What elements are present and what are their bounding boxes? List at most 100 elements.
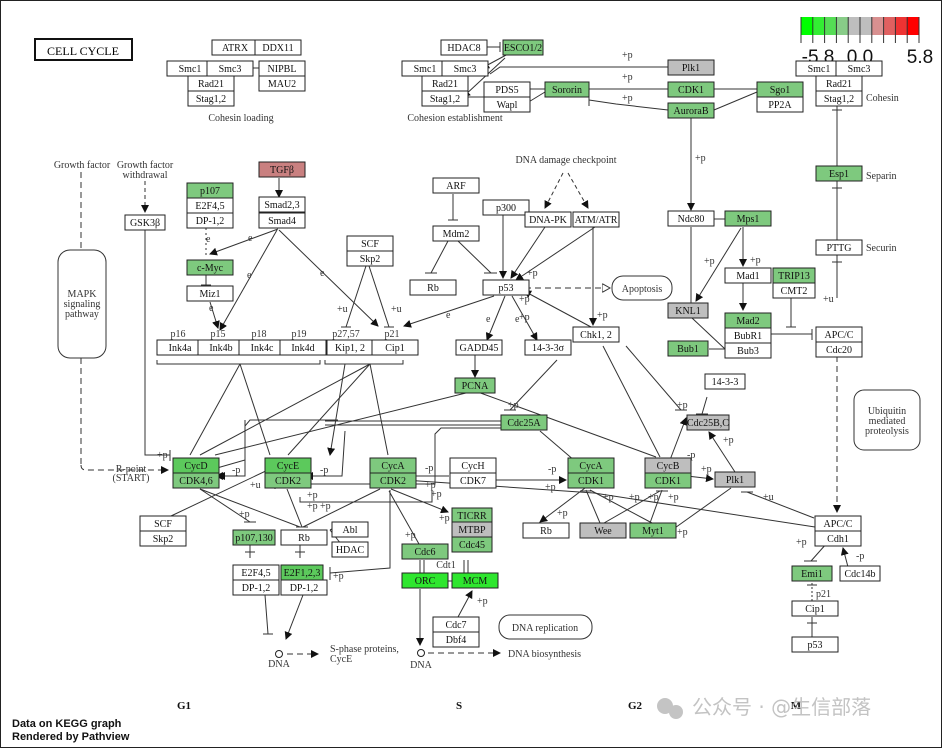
gene-node-orc[interactable]: ORC (401, 572, 449, 589)
gene-node-mps1[interactable]: Mps1 (724, 210, 772, 227)
gene-node-tgfb[interactable]: TGFβ (258, 161, 306, 178)
gene-node-p53-b[interactable]: p53 (791, 636, 839, 653)
gene-node-bub1[interactable]: Bub1 (667, 340, 709, 357)
gene-node-apcc-a[interactable]: APC/C (815, 326, 863, 343)
gene-node-smc3-a[interactable]: Smc3 (206, 60, 254, 77)
gene-node-smc1-a[interactable]: Smc1 (166, 60, 214, 77)
gene-node-wapl[interactable]: Wapl (483, 96, 531, 113)
gene-node-ink4b[interactable]: Ink4b (197, 339, 245, 356)
gene-node-mdm2[interactable]: Mdm2 (432, 225, 480, 242)
gene-node-esp1[interactable]: Esp1 (815, 165, 863, 182)
gene-node-smc1-c[interactable]: Smc1 (795, 60, 843, 77)
gene-node-stag-c[interactable]: Stag1,2 (815, 90, 863, 107)
gene-node-esco[interactable]: ESCO1/2 (502, 39, 544, 56)
gene-node-dp12-c[interactable]: DP-1,2 (280, 579, 328, 596)
gene-node-rad21-a[interactable]: Rad21 (187, 75, 235, 92)
gene-node-pds5[interactable]: PDS5 (483, 81, 531, 98)
gene-node-ticrr[interactable]: TICRR (451, 507, 493, 524)
gene-node-bubr1[interactable]: BubR1 (724, 327, 772, 344)
apoptosis-box[interactable]: Apoptosis (611, 275, 673, 301)
gene-node-chk12[interactable]: Chk1, 2 (572, 326, 620, 343)
gene-node-cdh1[interactable]: Cdh1 (814, 530, 862, 547)
gene-node-atrx[interactable]: ATRX (211, 39, 259, 56)
gene-node-trip13[interactable]: TRIP13 (772, 267, 816, 284)
gene-node-cycb[interactable]: CycB (644, 457, 692, 474)
gene-node-nipbl[interactable]: NIPBL (258, 60, 306, 77)
gene-node-cdc25a[interactable]: Cdc25A (500, 414, 548, 431)
gene-node-cdc45[interactable]: Cdc45 (451, 536, 493, 553)
gene-node-scf-a[interactable]: SCF (346, 235, 394, 252)
gene-node-cdk1-top[interactable]: CDK1 (667, 81, 715, 98)
gene-node-emi1[interactable]: Emi1 (791, 565, 833, 582)
gene-node-hdac[interactable]: HDAC (331, 541, 369, 558)
gene-node-skp2-b[interactable]: Skp2 (139, 530, 187, 547)
gene-node-smad4[interactable]: Smad4 (258, 212, 306, 229)
gene-node-pttg[interactable]: PTTG (815, 239, 863, 256)
gene-node-pp2a[interactable]: PP2A (756, 96, 804, 113)
gene-node-rb-a[interactable]: Rb (409, 279, 457, 296)
gene-node-abl[interactable]: Abl (331, 521, 369, 538)
gene-node-cycd[interactable]: CycD (172, 457, 220, 474)
gene-node-kip12[interactable]: Kip1, 2 (326, 339, 374, 356)
gene-node-gsk3b[interactable]: GSK3β (124, 214, 166, 231)
gene-node-dnapk[interactable]: DNA-PK (524, 211, 572, 228)
gene-node-cdk1-a[interactable]: CDK1 (567, 472, 615, 489)
gene-node-apcc-b[interactable]: APC/C (814, 515, 862, 532)
gene-node-miz1[interactable]: Miz1 (186, 285, 234, 302)
gene-node-aurorab[interactable]: AuroraB (667, 102, 715, 119)
gene-node-arf[interactable]: ARF (432, 177, 480, 194)
gene-node-s1433s[interactable]: 14-3-3σ (524, 339, 572, 356)
gene-node-cdc7[interactable]: Cdc7 (432, 616, 480, 633)
gene-node-ink4d[interactable]: Ink4d (279, 339, 327, 356)
gene-node-sgo1[interactable]: Sgo1 (756, 81, 804, 98)
gene-node-cmt2[interactable]: CMT2 (772, 282, 816, 299)
gene-node-rb-c[interactable]: Rb (522, 522, 570, 539)
gene-node-p107-a[interactable]: p107 (186, 182, 234, 199)
gene-node-cip1-b[interactable]: Cip1 (791, 600, 839, 617)
gene-node-cdk7[interactable]: CDK7 (449, 472, 497, 489)
gene-node-rb-b[interactable]: Rb (280, 529, 328, 546)
gene-node-cyca-1[interactable]: CycA (567, 457, 615, 474)
gene-node-rad21-c[interactable]: Rad21 (815, 75, 863, 92)
gene-node-cdk2-e[interactable]: CDK2 (264, 472, 312, 489)
gene-node-cdc14b[interactable]: Cdc14b (839, 565, 881, 582)
mapk-pathway-box[interactable]: MAPK signaling pathway (57, 249, 107, 359)
gene-node-cych[interactable]: CycH (449, 457, 497, 474)
gene-node-cdc25bc[interactable]: Cdc25B,C (686, 414, 730, 431)
gene-node-stag-a[interactable]: Stag1,2 (187, 90, 235, 107)
gene-node-dbf4[interactable]: Dbf4 (432, 631, 480, 648)
gene-node-smc3-c[interactable]: Smc3 (835, 60, 883, 77)
gene-node-plk1-b[interactable]: Plk1 (714, 471, 756, 488)
gene-node-s1433[interactable]: 14-3-3 (704, 373, 746, 390)
gene-node-knl1[interactable]: KNL1 (667, 302, 709, 319)
gene-node-mau2[interactable]: MAU2 (258, 75, 306, 92)
gene-node-mad1[interactable]: Mad1 (724, 267, 772, 284)
gene-node-wee[interactable]: Wee (579, 522, 627, 539)
gene-node-hdac8[interactable]: HDAC8 (440, 39, 488, 56)
gene-node-ink4c[interactable]: Ink4c (238, 339, 286, 356)
gene-node-dp12-b[interactable]: DP-1,2 (232, 579, 280, 596)
gene-node-plk1-top[interactable]: Plk1 (667, 59, 715, 76)
gene-node-gadd45[interactable]: GADD45 (455, 339, 503, 356)
gene-node-scf-b[interactable]: SCF (139, 515, 187, 532)
gene-node-skp2-a[interactable]: Skp2 (346, 250, 394, 267)
gene-node-rad21-b[interactable]: Rad21 (421, 75, 469, 92)
gene-node-cdc6[interactable]: Cdc6 (401, 543, 449, 560)
ubiquitin-pathway-box[interactable]: Ubiquitin mediated proteolysis (853, 389, 921, 451)
gene-node-smc3-b[interactable]: Smc3 (441, 60, 489, 77)
gene-node-ddx11[interactable]: DDX11 (254, 39, 302, 56)
gene-node-stag-b[interactable]: Stag1,2 (421, 90, 469, 107)
gene-node-e2f45-b[interactable]: E2F4,5 (232, 564, 280, 581)
gene-node-cyca-2[interactable]: CycA (369, 457, 417, 474)
gene-node-myt1[interactable]: Myt1 (629, 522, 677, 539)
gene-node-cmyc[interactable]: c-Myc (186, 259, 234, 276)
gene-node-dp12-a[interactable]: DP-1,2 (186, 212, 234, 229)
gene-node-atmatr[interactable]: ATM/ATR (572, 211, 620, 228)
dna-replication-box[interactable]: DNA replication (498, 614, 593, 640)
gene-node-cdk46[interactable]: CDK4,6 (172, 472, 220, 489)
gene-node-mad2[interactable]: Mad2 (724, 312, 772, 329)
gene-node-smc1-b[interactable]: Smc1 (401, 60, 449, 77)
gene-node-ink4a[interactable]: Ink4a (156, 339, 204, 356)
gene-node-cdc20[interactable]: Cdc20 (815, 341, 863, 358)
gene-node-p53-a[interactable]: p53 (482, 279, 530, 296)
